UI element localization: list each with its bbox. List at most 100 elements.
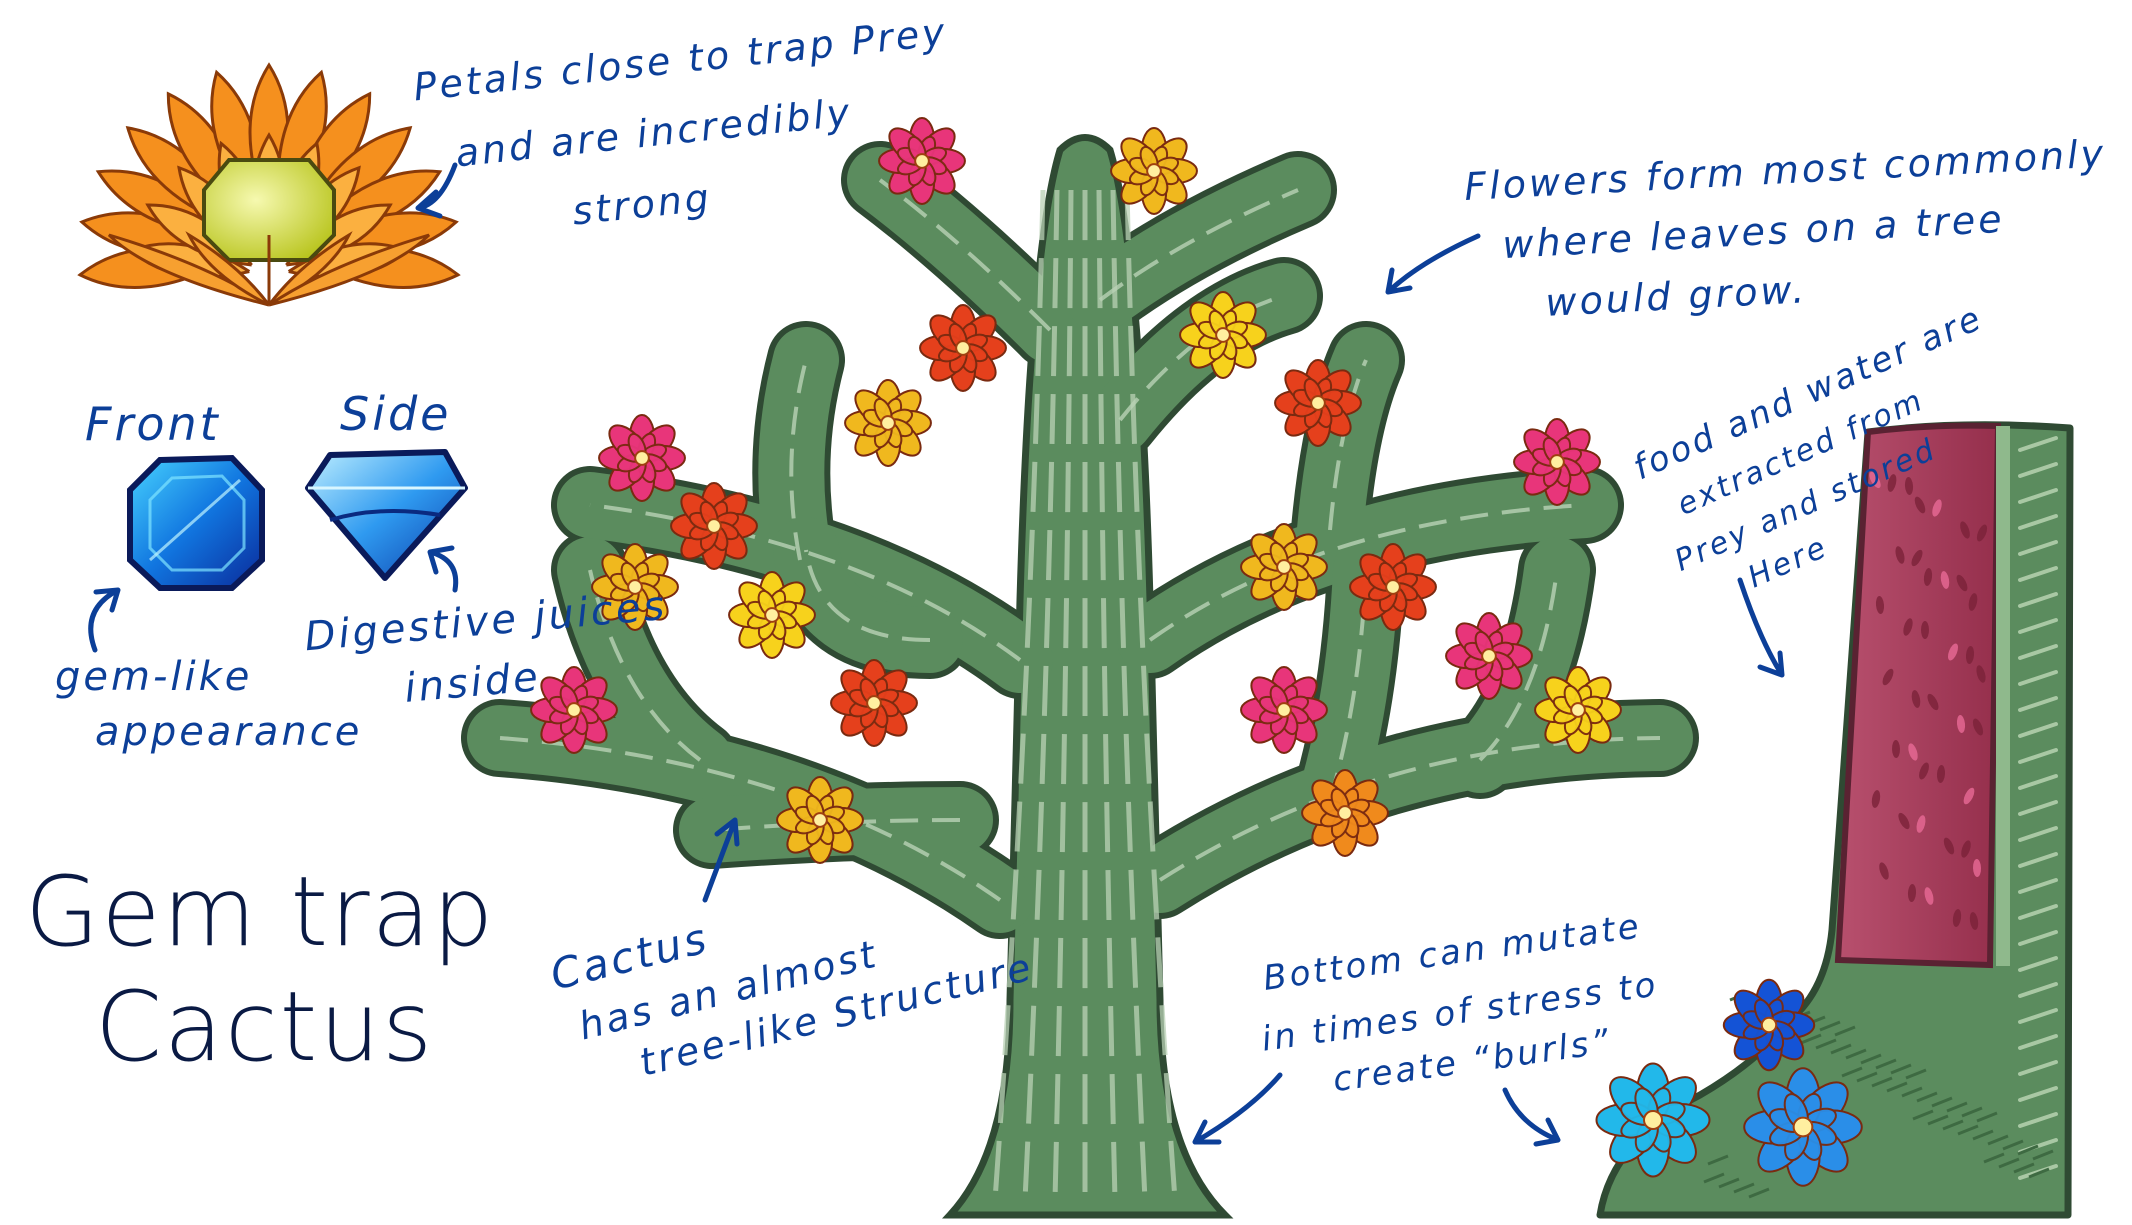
skin-dash [1987, 1134, 2009, 1146]
skin-dash [2018, 670, 2058, 686]
arrow-to-lotus [415, 162, 458, 219]
skin-dash [1871, 1076, 1893, 1088]
flesh-spot [1956, 574, 1968, 592]
skin-dash [1946, 1101, 1968, 1113]
flower-center [627, 579, 643, 595]
flesh-spot [1891, 740, 1901, 758]
flower-gold [591, 543, 679, 631]
skin-dash [1890, 1063, 1912, 1075]
note-bottom: Bottom can mutate in times of stress to … [1259, 906, 1661, 1100]
flesh-spot [1943, 837, 1955, 855]
gem-front-illustration [127, 454, 265, 591]
flesh-spot [1927, 693, 1939, 711]
skin-dash [1830, 1043, 1852, 1055]
flower-center [1146, 163, 1162, 179]
flower-center [914, 153, 930, 169]
gem-side-illustration [305, 449, 468, 581]
skin-dash [1905, 1068, 1927, 1080]
arrow-to-flowers [1385, 233, 1481, 295]
arrow-to-branches [702, 817, 740, 903]
skin-dash [2018, 982, 2058, 998]
skin-dash [1834, 1025, 1856, 1037]
flower-center [955, 340, 971, 356]
arrow-to-burls [1502, 1087, 1561, 1147]
flower-center [1385, 579, 1401, 595]
flower-yellow [1534, 666, 1622, 754]
skin-dash [2018, 748, 2058, 764]
arrow-to-trunk [1192, 1072, 1283, 1145]
note-line: and are incredibly [453, 90, 854, 175]
branch-stripe [499, 569, 1002, 902]
title-line-2: Cactus [95, 971, 434, 1083]
skin-dash [1703, 1172, 1725, 1184]
skin-dash [2018, 592, 2058, 608]
skin-dash [2018, 1034, 2058, 1050]
flesh-spot [1969, 912, 1979, 930]
flower-center [1792, 1116, 1814, 1138]
skin-dash [1718, 1177, 1740, 1189]
skin-dash [2013, 1162, 2035, 1174]
trunk-stripe [1110, 189, 1148, 1201]
flesh-spot [1940, 571, 1950, 589]
flower-center [1310, 395, 1326, 411]
skin-dash [1927, 1114, 1949, 1126]
flesh-spot [1952, 909, 1962, 927]
flower-pink [878, 117, 966, 205]
skin-dash [2002, 1139, 2024, 1151]
skin-dash [1886, 1081, 1908, 1093]
burl-cyan [1595, 1062, 1711, 1178]
skin-dash [1961, 1106, 1983, 1118]
flower-center [1276, 559, 1292, 575]
flower-center [1570, 702, 1586, 718]
skin-dash [2018, 1086, 2058, 1102]
flower-pink [1445, 612, 1533, 700]
skin-dash [2018, 1112, 2058, 1128]
skin-dash [1983, 1152, 2005, 1164]
trunk-stripe [1096, 189, 1118, 1201]
skin-dash [2018, 852, 2058, 868]
skin-dash [2018, 800, 2058, 816]
flower-center [634, 450, 650, 466]
title-line-1: Gem trap [25, 856, 495, 968]
skin-dash [2018, 696, 2058, 712]
flesh-spot [1907, 884, 1917, 902]
flesh-spot [1976, 665, 1986, 683]
lotus-flower-illustration [77, 62, 461, 307]
flesh-spot [1965, 646, 1975, 664]
flower-center [1760, 1016, 1778, 1034]
flower-pink [598, 414, 686, 502]
flesh-spot [1875, 596, 1885, 614]
flesh-spot [1911, 690, 1921, 708]
flesh-spot [1924, 887, 1934, 905]
flesh-spot [1947, 643, 1959, 661]
skin-dash [1931, 1096, 1953, 1108]
note-line: Flowers form most commonly [1463, 131, 2107, 209]
trunk-stripe [1052, 189, 1074, 1201]
trunk-stripe [1022, 189, 1060, 1201]
skin-dash [1860, 1053, 1882, 1065]
burls [1595, 978, 1863, 1187]
flesh-spot [1879, 862, 1889, 880]
skin-dash [1800, 1033, 1822, 1045]
flesh-spot [1972, 718, 1984, 736]
flower-red [830, 659, 918, 747]
label-gem-front: Front [85, 397, 221, 451]
flower-center [1481, 648, 1497, 664]
flower-yellow [728, 571, 816, 659]
cactus-flowers [530, 117, 1622, 864]
flower-pink [1513, 418, 1601, 506]
flower-center [866, 695, 882, 711]
skin-dash [2018, 774, 2058, 790]
lotus-base-petal [268, 233, 431, 307]
arrow-to-side-gem [427, 545, 459, 593]
branch-stripe [804, 549, 931, 642]
flesh-spot [1956, 715, 1966, 733]
skin-dash [2018, 514, 2058, 530]
skin-dash [2018, 956, 2058, 972]
arrow-to-front-gem [88, 587, 121, 653]
flower-pink [530, 666, 618, 754]
annotation-arrows [88, 162, 1785, 1147]
skin-dash [1733, 1182, 1755, 1194]
skin-dash [2018, 1008, 2058, 1024]
